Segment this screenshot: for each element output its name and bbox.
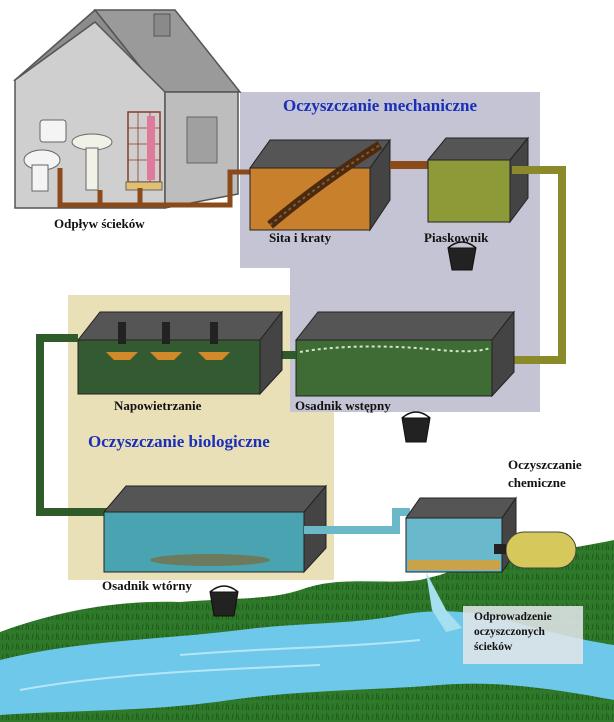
label-primary-settler: Osadnik wstępny <box>295 398 391 413</box>
bucket-icon <box>401 411 431 443</box>
mechanical-section-title: Oczyszczanie mechaniczne <box>283 96 478 115</box>
toilet-icon <box>23 119 67 192</box>
biological-section-title: Oczyszczanie biologiczne <box>88 432 270 451</box>
pipe-to-secondary-settler <box>36 334 110 516</box>
primary-settler-tank <box>294 310 516 398</box>
discharge-label-box <box>463 606 583 664</box>
label-discharge: Odprowadzenie oczyszczonych ścieków <box>474 611 552 653</box>
discharge-stream <box>426 572 462 632</box>
sewage-outflow-pipe <box>57 168 262 208</box>
sand-trap-tank <box>426 136 530 224</box>
label-screens: Sita i kraty <box>269 230 332 245</box>
label-chemical-treatment: Oczyszczanie chemiczne <box>508 457 582 490</box>
screens-tank <box>249 138 391 232</box>
aeration-tank <box>76 310 284 396</box>
pipe-to-primary-settler <box>492 166 566 364</box>
chemical-container-icon <box>494 531 577 569</box>
aerator-icon <box>198 322 230 360</box>
river <box>0 611 614 715</box>
label-aeration: Napowietrzanie <box>114 398 202 413</box>
bucket-icon <box>209 585 239 617</box>
aerator-icon <box>150 322 182 360</box>
bucket-icon <box>447 241 477 271</box>
chemical-treatment-tank <box>405 496 517 574</box>
label-outflow: Odpływ ścieków <box>54 216 145 231</box>
secondary-settler-tank <box>102 484 328 574</box>
label-secondary-settler: Osadnik wtórny <box>102 578 192 593</box>
sink-icon <box>71 133 113 191</box>
pipe-to-chemical-treatment <box>304 508 410 534</box>
aerator-icon <box>106 322 138 360</box>
label-sand-trap: Piaskownik <box>424 230 489 245</box>
shower-icon <box>125 111 163 191</box>
